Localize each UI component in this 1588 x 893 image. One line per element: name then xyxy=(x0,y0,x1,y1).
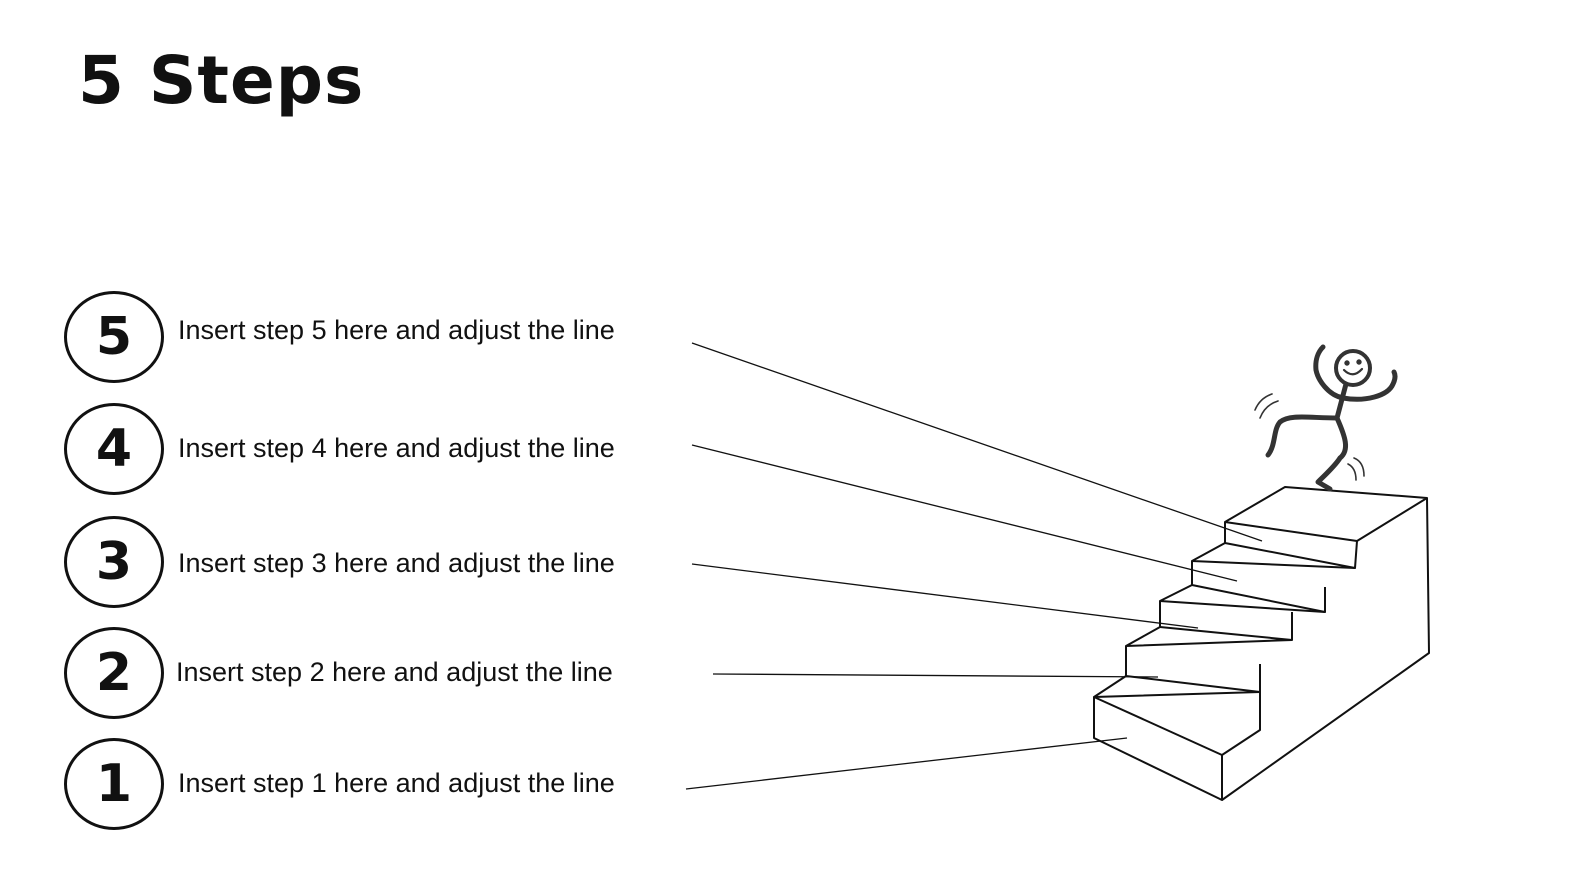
step-1: 1 Insert step 1 here and adjust the line xyxy=(64,738,704,838)
step-number: 4 xyxy=(95,419,133,479)
connector-line-2 xyxy=(712,673,1159,678)
step-number-circle: 2 xyxy=(64,627,164,719)
step-number-circle: 5 xyxy=(64,291,164,383)
step-label: Insert step 2 here and adjust the line xyxy=(176,657,613,687)
step-label: Insert step 4 here and adjust the line xyxy=(178,433,615,463)
page-title: 5 Steps xyxy=(78,42,365,119)
connector-lines xyxy=(685,342,1263,790)
step-label: Insert step 3 here and adjust the line xyxy=(178,548,615,578)
step-label: Insert step 1 here and adjust the line xyxy=(178,768,615,798)
step-number: 3 xyxy=(95,532,133,592)
motion-lines-icon xyxy=(1254,393,1365,481)
step-2: 2 Insert step 2 here and adjust the line xyxy=(64,627,704,727)
step-5: 5 Insert step 5 here and adjust the line xyxy=(64,291,704,391)
connector-line-1 xyxy=(685,737,1128,790)
step-4: 4 Insert step 4 here and adjust the line xyxy=(64,403,704,503)
step-number: 5 xyxy=(95,307,133,367)
stick-figure-icon xyxy=(1265,344,1398,492)
stick-figure-face xyxy=(1342,359,1364,376)
step-label: Insert step 5 here and adjust the line xyxy=(178,315,615,345)
step-number: 1 xyxy=(95,754,133,814)
step-3: 3 Insert step 3 here and adjust the line xyxy=(64,516,704,616)
connector-line-3 xyxy=(691,563,1199,629)
step-number-circle: 3 xyxy=(64,516,164,608)
connector-line-5 xyxy=(691,342,1263,542)
connector-line-4 xyxy=(691,444,1238,582)
step-number-circle: 4 xyxy=(64,403,164,495)
step-number: 2 xyxy=(95,643,133,703)
stairs-icon xyxy=(1093,486,1430,801)
step-number-circle: 1 xyxy=(64,738,164,830)
